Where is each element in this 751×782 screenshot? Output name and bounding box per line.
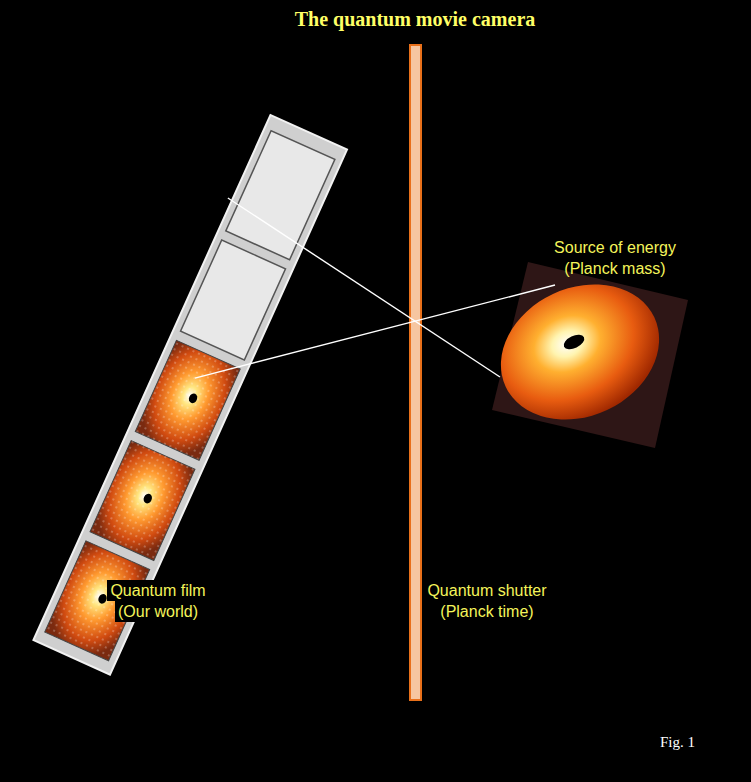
node-subtitle: (Planck time) xyxy=(423,601,551,622)
figure-number: Fig. 1 xyxy=(660,732,695,752)
label-group: Source of energy(Planck mass) xyxy=(550,237,680,279)
node-subtitle: (Our world) xyxy=(115,601,201,622)
energy-torus xyxy=(479,259,682,444)
label-group: Quantum shutter(Planck time) xyxy=(423,580,551,622)
film-strip-drawing xyxy=(33,115,347,675)
node-heading: Quantum shutter xyxy=(423,580,551,601)
diagram-title: The quantum movie camera xyxy=(165,6,665,32)
shutter-bar xyxy=(410,45,421,700)
node-heading: Source of energy xyxy=(550,237,680,258)
torus-hole xyxy=(561,332,586,352)
label-group: Quantum film(Our world) xyxy=(103,580,213,622)
light-ray xyxy=(228,198,500,377)
energy-source: Source of energy(Planck mass) xyxy=(490,232,690,422)
film-strip: Quantum film(Our world) xyxy=(40,115,350,670)
shutter: Quantum shutter(Planck time) xyxy=(405,40,575,705)
light-ray xyxy=(195,285,555,378)
node-subtitle: (Planck mass) xyxy=(550,258,680,279)
node-heading: Quantum film xyxy=(107,580,208,601)
